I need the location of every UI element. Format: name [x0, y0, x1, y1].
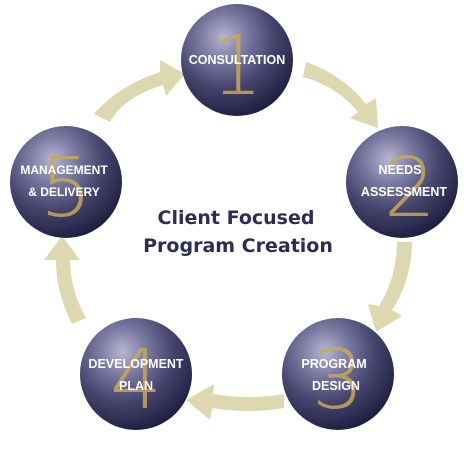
step-1-sphere	[181, 4, 293, 116]
title-line-1: Client Focused	[158, 207, 315, 229]
arrow-4-to-5	[44, 236, 86, 324]
step-3-label-line1: PROGRAM	[301, 357, 366, 371]
step-3-number: 3	[312, 333, 364, 428]
step-2-number: 2	[384, 141, 436, 236]
arrow-2-to-3	[368, 242, 412, 332]
flow-arrows	[44, 60, 412, 420]
diagram-title: Client Focused Program Creation	[143, 207, 333, 257]
step-2-label-line2: ASSESSMENT	[361, 185, 447, 199]
step-4: 4 DEVELOPMENT PLAN	[80, 318, 192, 430]
step-5-label-line2: & DELIVERY	[28, 185, 100, 199]
step-3-sphere	[282, 318, 394, 430]
step-5-label-line1: MANAGEMENT	[20, 163, 108, 177]
arrow-5-to-1	[94, 60, 185, 122]
step-2-label-line1: NEEDS	[378, 163, 421, 177]
step-3-label-line2: DESIGN	[312, 379, 360, 393]
step-1-label: CONSULTATION	[189, 53, 286, 67]
arrow-3-to-4	[186, 384, 284, 420]
step-4-sphere	[80, 318, 192, 430]
step-5-number: 5	[40, 141, 92, 236]
step-5-sphere	[10, 126, 122, 238]
arrow-1-to-2	[303, 62, 378, 128]
step-4-number: 4	[110, 333, 162, 428]
step-3: 3 PROGRAM DESIGN	[282, 318, 394, 430]
step-2: 2 NEEDS ASSESSMENT	[346, 126, 458, 238]
step-5: 5 MANAGEMENT & DELIVERY	[10, 126, 122, 238]
step-1-number: 1	[211, 19, 263, 114]
step-2-sphere	[346, 126, 458, 238]
step-4-label-line2: PLAN	[119, 379, 153, 393]
step-4-label-line1: DEVELOPMENT	[88, 357, 184, 371]
step-1: 1 CONSULTATION	[181, 4, 293, 116]
title-line-2: Program Creation	[143, 235, 333, 257]
